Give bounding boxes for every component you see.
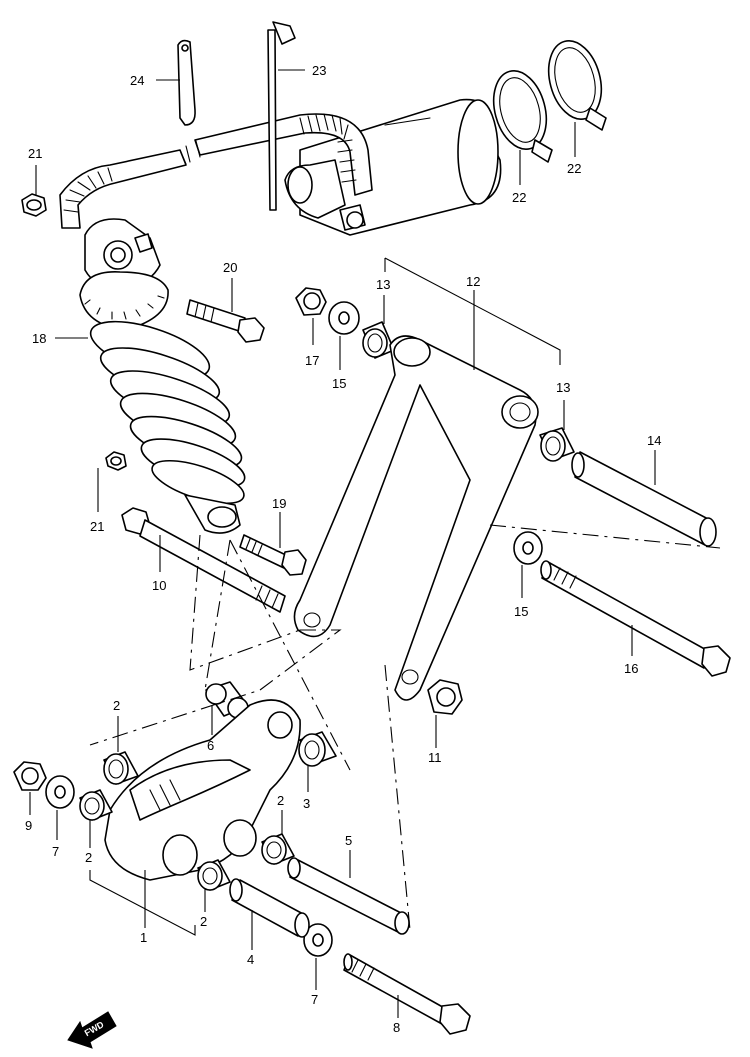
washer-7-left bbox=[45, 775, 75, 809]
nut-11 bbox=[427, 679, 463, 715]
callout-13-lower: 13 bbox=[556, 380, 570, 395]
callout-15-lower: 15 bbox=[514, 604, 528, 619]
bolt-19 bbox=[239, 534, 307, 576]
callout-21-lower: 21 bbox=[90, 519, 104, 534]
bearing-2-d bbox=[197, 859, 231, 891]
assembly-guide-lines bbox=[89, 257, 721, 936]
callout-14: 14 bbox=[647, 433, 661, 448]
callout-23: 23 bbox=[312, 63, 326, 78]
callout-9: 9 bbox=[25, 818, 32, 833]
hose-clamp-22-right bbox=[547, 40, 607, 131]
callout-2-c: 2 bbox=[277, 793, 284, 808]
callout-11: 11 bbox=[428, 750, 442, 765]
callout-5: 5 bbox=[345, 833, 352, 848]
bearing-2-a bbox=[103, 751, 139, 785]
nut-21-top bbox=[21, 193, 47, 217]
callout-21-top: 21 bbox=[28, 146, 42, 161]
callout-8: 8 bbox=[393, 1020, 400, 1035]
bearing-2-c bbox=[261, 833, 295, 865]
callout-24: 24 bbox=[130, 73, 144, 88]
fwd-arrow-icon: FWD bbox=[67, 1011, 117, 1049]
bushing-13-upper bbox=[362, 321, 395, 359]
nut-17 bbox=[295, 287, 327, 316]
cable-tie-23 bbox=[267, 21, 296, 211]
bolt-16 bbox=[540, 560, 731, 677]
bracket-24 bbox=[177, 39, 196, 126]
spacer-14 bbox=[571, 451, 717, 547]
callout-16: 16 bbox=[624, 661, 638, 676]
nut-9 bbox=[13, 761, 47, 791]
callout-22-right: 22 bbox=[567, 161, 581, 176]
bushing-3 bbox=[298, 731, 337, 767]
callout-6: 6 bbox=[207, 738, 214, 753]
spacer-5 bbox=[287, 857, 410, 935]
callout-1: 1 bbox=[140, 930, 147, 945]
callout-4: 4 bbox=[247, 952, 254, 967]
callout-10: 10 bbox=[152, 578, 166, 593]
callout-18: 18 bbox=[32, 331, 46, 346]
leader-lines bbox=[29, 69, 656, 1018]
spacer-4 bbox=[229, 878, 310, 938]
reservoir-tank bbox=[284, 98, 502, 236]
cushion-rod-12 bbox=[293, 335, 539, 701]
washer-15-lower bbox=[513, 531, 543, 565]
callout-7-left: 7 bbox=[52, 844, 59, 859]
callout-20: 20 bbox=[223, 260, 237, 275]
callout-19: 19 bbox=[272, 496, 286, 511]
callout-numbers: 24 23 21 22 22 20 18 13 12 17 15 13 14 2… bbox=[25, 63, 661, 1035]
callout-15-upper: 15 bbox=[332, 376, 346, 391]
callout-22-left: 22 bbox=[512, 190, 526, 205]
callout-2-b: 2 bbox=[85, 850, 92, 865]
bearing-2-b bbox=[79, 789, 113, 821]
callout-12: 12 bbox=[466, 274, 480, 289]
bushing-13-lower bbox=[539, 427, 575, 462]
spacer-6 bbox=[205, 681, 249, 719]
washer-15-upper bbox=[328, 301, 360, 335]
hose bbox=[59, 113, 373, 229]
bolt-20 bbox=[186, 299, 265, 343]
callout-13-upper: 13 bbox=[376, 277, 390, 292]
hose-clamp-22-left bbox=[492, 70, 553, 163]
callout-7-lower: 7 bbox=[311, 992, 318, 1007]
bolt-8 bbox=[343, 953, 471, 1035]
nut-21-lower bbox=[105, 451, 127, 471]
washer-7-lower bbox=[303, 923, 333, 957]
callout-3: 3 bbox=[303, 796, 310, 811]
bolt-10 bbox=[121, 507, 286, 613]
shock-absorber-18 bbox=[79, 218, 246, 534]
cushion-lever-1 bbox=[104, 699, 301, 881]
callout-2-a: 2 bbox=[113, 698, 120, 713]
callout-2-d: 2 bbox=[200, 914, 207, 929]
callout-17: 17 bbox=[305, 353, 319, 368]
